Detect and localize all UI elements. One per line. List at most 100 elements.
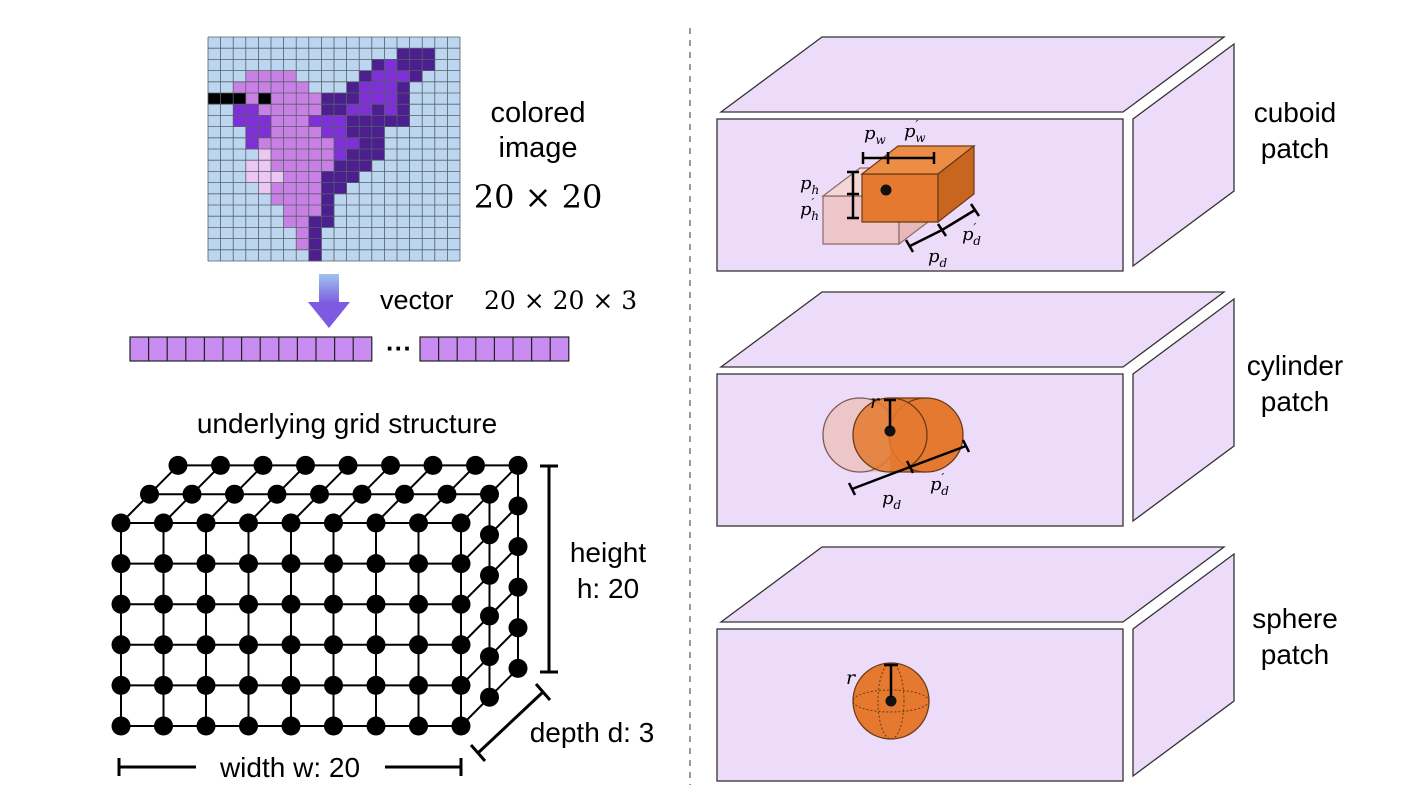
pixel [296,104,310,116]
pixel [321,171,335,183]
grid-node [267,484,287,504]
pixel [308,216,322,228]
pixel [359,81,373,94]
grid-node [366,716,386,736]
grid-node [239,513,258,533]
pixel [296,137,310,150]
grid-node [239,716,258,736]
grid-node [423,455,443,475]
grid-node [196,716,216,736]
pixel [397,115,410,127]
pixel [346,115,360,127]
pixel [384,115,398,127]
pixel [258,81,272,94]
grid-node [508,537,528,557]
grid-node [409,554,428,574]
grid-node [480,687,499,707]
pixel [271,93,284,105]
grid-node [409,716,428,736]
width-bracket [117,758,463,776]
pixel [296,193,310,206]
pixel [296,93,310,105]
pixel [245,160,259,172]
pixel [371,137,385,150]
pixel [308,227,322,239]
pixel [245,93,259,105]
image-label-line1: colored [490,97,585,129]
pixel [308,93,322,105]
grid-node [324,675,343,695]
pixel [271,81,284,94]
grid-node [366,594,386,614]
pixel [422,48,436,60]
cuboid-center-dot [880,184,892,196]
pixel [397,70,410,83]
grid-node [239,554,258,574]
pixel [346,149,360,161]
pixel [308,171,322,183]
grid-node [154,554,173,574]
grid-node [196,635,216,655]
grid-node [480,606,499,626]
pixel [296,182,310,195]
sphere-r-label: r [846,667,857,689]
pixel [220,93,234,105]
pixel [283,81,297,94]
grid-node [409,675,428,695]
grid-node [324,554,343,574]
vector-strip [129,336,570,362]
grid-node [338,455,358,475]
pixel [283,126,297,139]
pixel [384,59,398,71]
cylinder-center-dot [884,425,896,437]
pixel [283,193,297,206]
hummingbird-pixel-image [207,36,461,262]
grid-node [239,594,258,614]
pixel [245,81,259,94]
grid-node [451,675,471,695]
pixel [258,137,272,150]
pixel [308,149,322,161]
grid-lattice [111,455,528,736]
pixel [346,93,360,105]
pixel [308,160,322,172]
cylinder-pd-label: pd [882,488,902,512]
pixel [258,149,272,161]
pixel [334,137,347,150]
sphere-center-dot [885,695,897,707]
grid-node [409,513,428,533]
pixel [271,137,284,150]
cylinder-patch-volume [716,291,1235,527]
cuboid-pw-prime-label: p′w [904,118,926,145]
pixel [308,193,322,206]
flatten-arrow [308,274,350,328]
pixel [359,149,373,161]
pixel [371,59,385,71]
grid-node [366,675,386,695]
depth-bracket [469,683,552,762]
cuboid-ph-label: ph [800,173,819,197]
grid-node [168,455,188,475]
pixel [371,81,385,94]
grid-node [196,554,216,574]
pixel [283,205,297,217]
grid-node [239,675,258,695]
grid-node [508,577,528,597]
pixel [283,160,297,172]
grid-node [324,635,343,655]
pixel [359,70,373,83]
pixel [258,160,272,172]
pixel [283,182,297,195]
grid-node [281,635,301,655]
pixel [258,182,272,195]
grid-title: underlying grid structure [197,408,497,439]
grid-node [508,618,528,638]
grid-node [239,635,258,655]
pixel [321,149,335,161]
grid-node [366,635,386,655]
pixel [334,104,347,116]
grid-node [182,484,202,504]
pixel [321,104,335,116]
grid-node [480,565,499,585]
pixel [308,205,322,217]
